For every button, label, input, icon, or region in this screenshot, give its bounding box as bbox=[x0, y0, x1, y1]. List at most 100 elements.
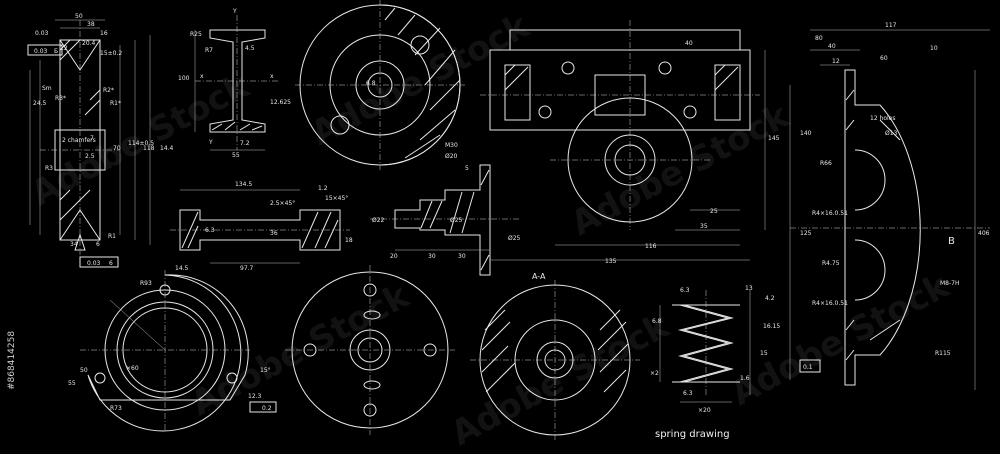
spring-dim: 6.8 bbox=[652, 318, 662, 325]
spring-dim: 15 bbox=[760, 350, 768, 357]
drawing-caption: spring drawing bbox=[655, 429, 730, 440]
disc-dim: 6.8 bbox=[366, 80, 376, 87]
ibeam-dim: 55 bbox=[232, 152, 240, 159]
flange-dim: 6.3 bbox=[205, 227, 215, 234]
flange-dim: 36 bbox=[270, 230, 278, 237]
cover-dim: Ø13 bbox=[885, 130, 898, 137]
assembly-dim: 135 bbox=[605, 258, 617, 265]
flange-dim: 18 bbox=[345, 237, 353, 244]
pulley-drawing: 50 38 16 20.4 12 15±0.2 Sm R3* R2* R1* 7… bbox=[27, 13, 174, 268]
spring-dim: ×2 bbox=[650, 370, 659, 377]
shaft-dim: M30 bbox=[445, 142, 458, 149]
ibeam-dim: Y bbox=[232, 8, 237, 15]
pulley-dim: R3 bbox=[45, 165, 53, 172]
ring-drawing: R93 ×60 R73 14.5 55 50 15° 12.3 0.2 bbox=[68, 265, 277, 432]
cover-dim: 125 bbox=[800, 230, 812, 237]
shaft-dim: 30 bbox=[428, 253, 436, 260]
assembly-dim: 35 bbox=[700, 223, 708, 230]
spring-drawing: 6.3 13 6.8 16.15 15 ×20 6.3 ×2 4.2 1.6 bbox=[650, 285, 780, 414]
cover-dim: R4×16.0.51 bbox=[812, 300, 848, 307]
pulley-tolerance-ref: Б bbox=[54, 48, 58, 55]
section-label: A-A bbox=[532, 272, 546, 281]
ibeam-dim: x bbox=[270, 73, 274, 80]
ring-dim: R73 bbox=[110, 405, 122, 412]
pulley-dim: Sm bbox=[42, 85, 52, 92]
assembly-dim: 116 bbox=[645, 243, 657, 250]
ring-dim: 15° bbox=[260, 367, 271, 374]
pulley-tolerance: 0.03 bbox=[87, 260, 101, 267]
pulley-dim: 70 bbox=[113, 145, 121, 152]
spring-dim: 6.3 bbox=[683, 390, 693, 397]
cover-dim: 140 bbox=[800, 130, 812, 137]
pulley-dim: R3* bbox=[55, 95, 66, 102]
cover-dim: 12 bbox=[832, 58, 840, 65]
cover-drawing: 117 40 12 60 80 140 125 406 R66 R4×16.0.… bbox=[789, 22, 990, 390]
spring-dim: 13 bbox=[745, 285, 753, 292]
shaft-dim: Ø25 bbox=[450, 217, 463, 224]
cover-dim: 80 bbox=[815, 35, 823, 42]
shaft-dim: Ø20 bbox=[445, 153, 458, 160]
pulley-dim: 114±0.5 bbox=[128, 140, 154, 147]
ring-dim: 12.3 bbox=[248, 393, 262, 400]
assembly-dim: 40 bbox=[685, 40, 693, 47]
flange-dim: 97.7 bbox=[240, 265, 254, 272]
shaft-dim: Ø25 bbox=[508, 235, 521, 242]
assembly-dim: 25 bbox=[710, 208, 718, 215]
assembly-drawing: 116 135 35 25 145 40 bbox=[480, 20, 780, 265]
pulley-dim: 16 bbox=[100, 30, 108, 37]
cover-dim: 60 bbox=[880, 55, 888, 62]
cover-dim: 117 bbox=[885, 22, 897, 29]
ring-dim: 0.2 bbox=[262, 405, 272, 412]
shaft-drawing: M30 Ø20 Ø25 Ø22 20 30 30 Ø25 5 bbox=[370, 142, 521, 276]
assembly-dim: 145 bbox=[768, 135, 780, 142]
cover-dim: R4×16.0.51 bbox=[812, 210, 848, 217]
plate-drawing bbox=[285, 265, 455, 435]
shaft-dim: 5 bbox=[465, 165, 469, 172]
stock-id: #868414258 bbox=[7, 331, 17, 390]
ibeam-dim: 12.625 bbox=[270, 99, 291, 106]
pulley-dim: 20.4 bbox=[82, 40, 96, 47]
pulley-dim: 2 chamfers bbox=[62, 137, 96, 144]
ibeam-dim: x bbox=[200, 73, 204, 80]
cover-dim: 10 bbox=[930, 45, 938, 52]
ring-dim: R93 bbox=[140, 280, 152, 287]
cover-dim: 40 bbox=[828, 43, 836, 50]
flange-dim: 15×45° bbox=[325, 195, 348, 202]
pulley-dim: 34 bbox=[70, 241, 78, 248]
pulley-dim: 50 bbox=[75, 13, 83, 20]
ring-dim: 14.5 bbox=[175, 265, 189, 272]
ibeam-dim: 7.2 bbox=[240, 140, 250, 147]
flange-drawing: 134.5 2.5×45° 1.2 15×45° 6.3 36 97.7 18 bbox=[170, 181, 353, 272]
pulley-dim: R1 bbox=[108, 233, 116, 240]
pulley-dim: 38 bbox=[87, 21, 95, 28]
ibeam-dim: 4.5 bbox=[245, 45, 255, 52]
cover-dim: R4.75 bbox=[822, 260, 840, 267]
pulley-dim: 0.03 bbox=[35, 30, 49, 37]
cover-dim: R115 bbox=[935, 350, 951, 357]
shaft-dim: 20 bbox=[390, 253, 398, 260]
pulley-dim: 14.4 bbox=[160, 145, 174, 152]
ring-dim: 50 bbox=[80, 367, 88, 374]
pulley-dim: 7 bbox=[90, 135, 94, 142]
shaft-dim: 30 bbox=[458, 253, 466, 260]
ring-dim: 55 bbox=[68, 380, 76, 387]
pulley-dim: 12 bbox=[60, 45, 68, 52]
pulley-dim: 6 bbox=[96, 241, 100, 248]
flange-dim: 134.5 bbox=[235, 181, 252, 188]
pulley-dim: R2* bbox=[103, 87, 114, 94]
ibeam-drawing: R25 R7 4.5 100 12.625 7.2 55 Y x x Y bbox=[178, 8, 291, 159]
ibeam-dim: R7 bbox=[205, 47, 213, 54]
cover-section-mark: B bbox=[948, 236, 955, 247]
cover-dim: R66 bbox=[820, 160, 832, 167]
cover-dim: 12 holes bbox=[870, 115, 896, 122]
ibeam-dim: 100 bbox=[178, 75, 190, 82]
cover-dim: M8-7H bbox=[940, 280, 960, 287]
pulley-dim: 118 bbox=[143, 145, 155, 152]
pulley-tolerance-ref: 6 bbox=[109, 260, 113, 267]
spring-dim: 16.15 bbox=[763, 323, 780, 330]
spring-dim: 1.6 bbox=[740, 375, 750, 382]
ibeam-dim: Y bbox=[208, 139, 213, 146]
pulley-tolerance: 0.03 bbox=[34, 48, 48, 55]
spring-dim: ×20 bbox=[698, 407, 711, 414]
